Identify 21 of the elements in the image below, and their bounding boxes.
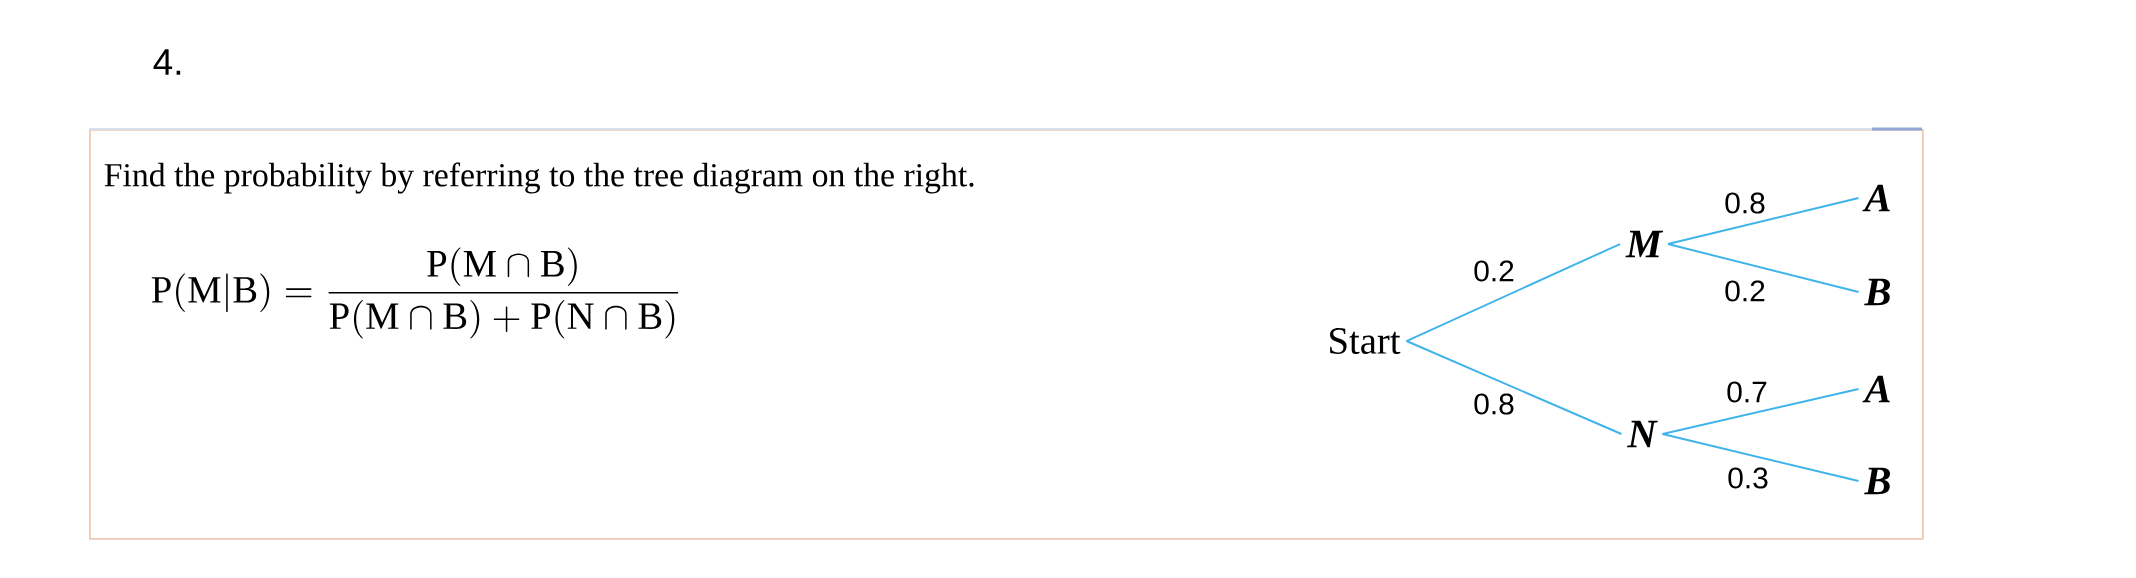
branch-line xyxy=(1405,243,1622,342)
probability-label: 0.7 xyxy=(1722,377,1772,407)
branch-line xyxy=(1667,243,1860,293)
branch-line xyxy=(1661,433,1860,482)
probability-label: 0.8 xyxy=(1469,389,1519,419)
branch-line xyxy=(1661,388,1860,435)
branch-line xyxy=(1667,197,1860,245)
outcome-letter: M xyxy=(1625,230,1664,258)
outcome-letter: B xyxy=(1864,278,1890,306)
formula: $\mathrm{P(M|B)}=\frac{\mathrm{P(M\cap B)}}{\mathrm{P(M\cap B)+P(N\cap B)}}$ xyxy=(151,247,679,339)
outcome-letter: B xyxy=(1864,467,1890,495)
outcome-letter: A xyxy=(1862,375,1890,403)
branch-line xyxy=(1405,340,1623,435)
probability-label: 0.2 xyxy=(1720,276,1770,306)
question-number: 4. xyxy=(153,49,181,75)
probability-label: 0.3 xyxy=(1723,463,1773,493)
outcome-letter: N xyxy=(1627,420,1658,448)
tree-label: Start xyxy=(1330,328,1401,354)
outcome-letter: A xyxy=(1862,184,1890,212)
probability-label: 0.8 xyxy=(1720,188,1770,218)
probability-label: 0.2 xyxy=(1469,256,1519,286)
